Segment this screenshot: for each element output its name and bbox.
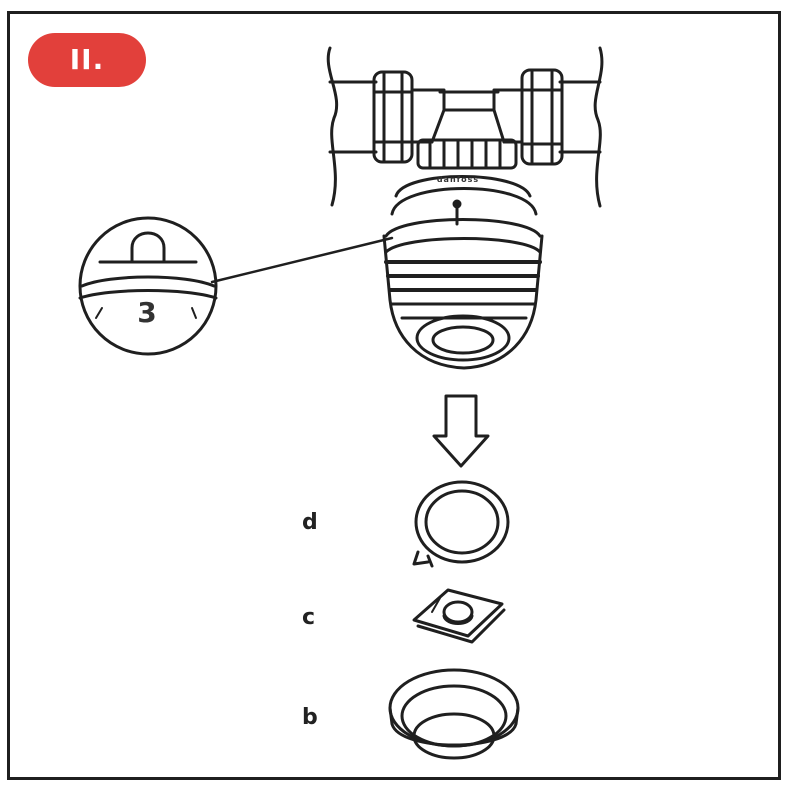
dial-detail-callout [78, 216, 218, 356]
pipe [326, 46, 604, 208]
down-arrow-icon [432, 394, 490, 468]
thermostatic-head [382, 175, 544, 370]
part-label-b: b [302, 705, 318, 730]
part-d-ring [412, 480, 510, 568]
part-b-cap [388, 668, 520, 760]
part-label-c: c [302, 605, 316, 630]
callout-leader [210, 236, 394, 284]
left-coupling-nut [372, 70, 414, 164]
valve-collar [416, 138, 518, 170]
diagram-frame [7, 11, 781, 780]
valve-body [410, 88, 524, 144]
valve-head-brand-text: danfoss [436, 175, 480, 184]
part-c-clip-plate [412, 588, 506, 644]
right-coupling-nut [520, 68, 564, 166]
part-label-d: d [302, 510, 318, 535]
step-badge: II. [28, 33, 146, 87]
dial-setting-number: 3 [137, 296, 157, 329]
